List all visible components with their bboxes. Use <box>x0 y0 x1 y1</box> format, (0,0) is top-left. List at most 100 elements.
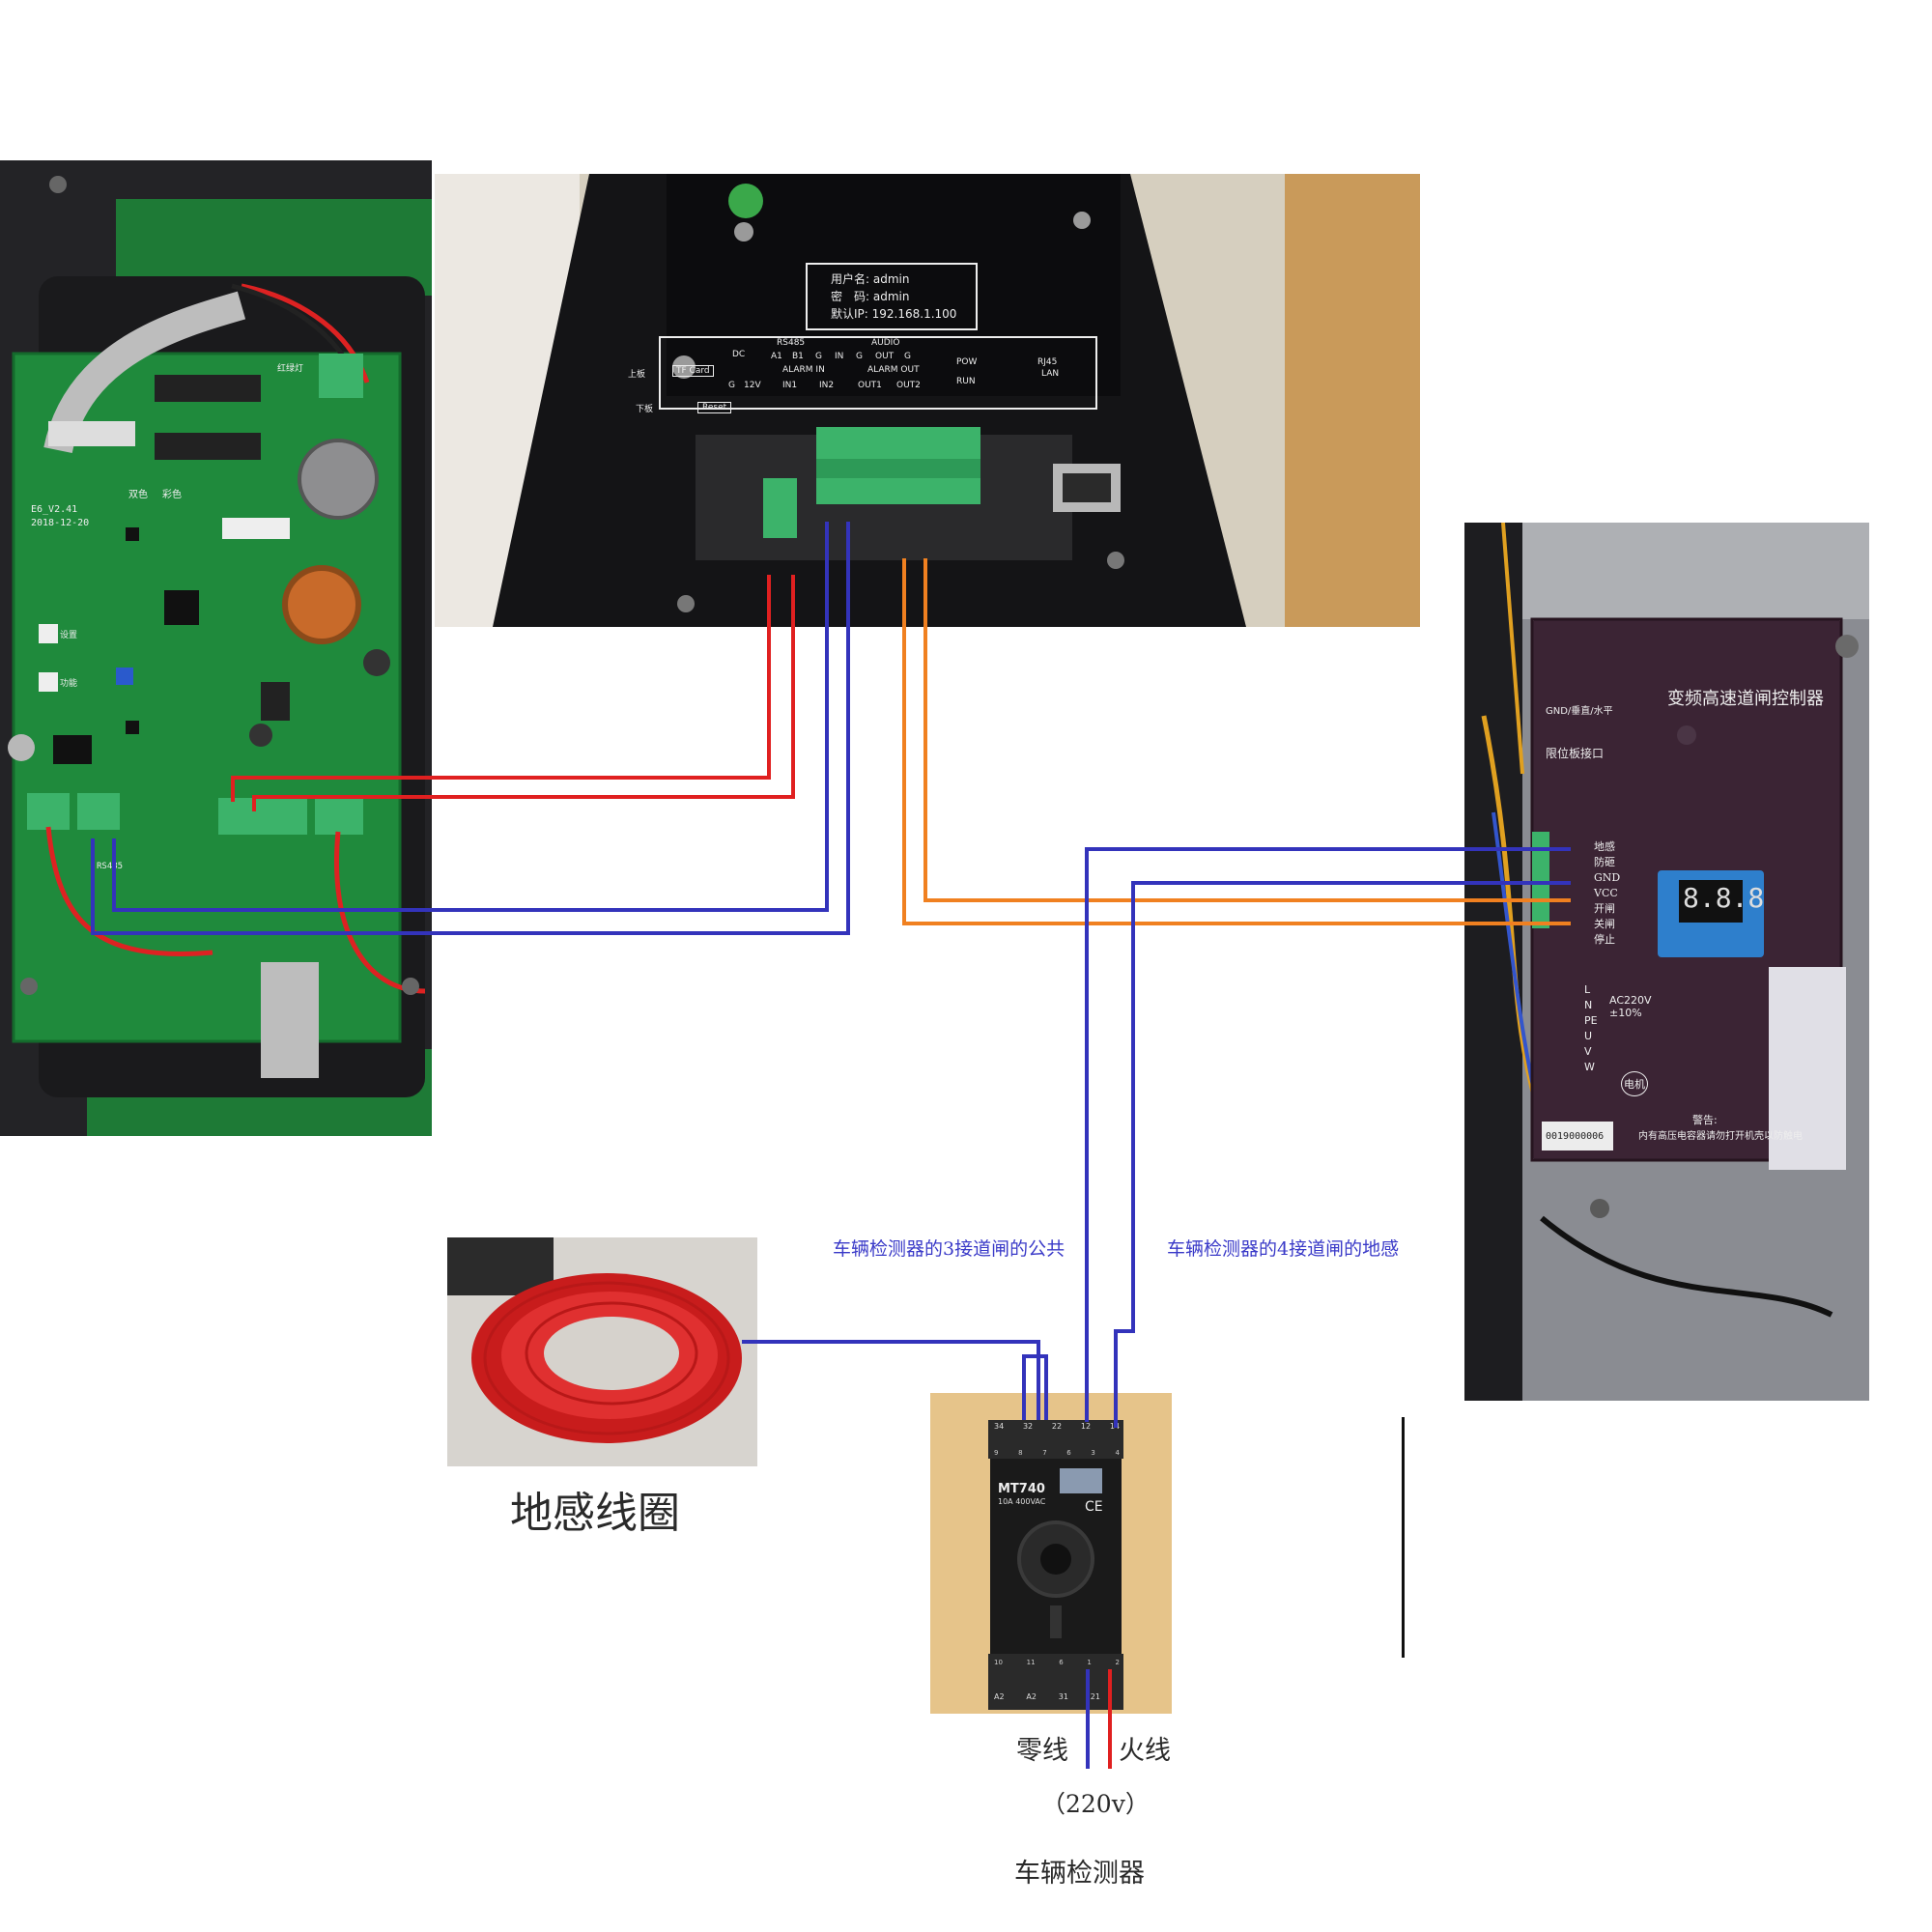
terminal-close: 关闸 <box>1594 918 1615 930</box>
controller-warning-text: 内有高压电容器请勿打开机壳以防触电 <box>1638 1131 1803 1142</box>
camera-pin-g1: G <box>815 352 822 361</box>
camera-pin-out1: OUT1 <box>858 381 882 390</box>
pcb-date-label: 2018-12-20 <box>31 518 90 528</box>
detector-bnum-6: 6 <box>1059 1659 1064 1666</box>
mt740-detector-photo: 34 32 22 12 14 9 8 7 6 3 4 MT740 10A 400… <box>930 1393 1172 1714</box>
camera-pin-b1: B1 <box>792 352 804 361</box>
pcb-full-color-label: 彩色 <box>162 490 182 500</box>
camera-pin-g3: G <box>904 352 911 361</box>
pcb-traffic-light-label: 红绿灯 <box>277 364 304 374</box>
detector-num-8: 8 <box>1018 1449 1023 1457</box>
camera-pin-a1: A1 <box>771 352 782 361</box>
camera-audio-label: AUDIO <box>871 338 900 348</box>
pcb-board-photo: E6_V2.41 2018-12-20 双色 彩色 红绿灯 设置 功能 RS48… <box>0 160 432 1136</box>
detector-bnum-10: 10 <box>994 1659 1003 1666</box>
camera-lower-label: 下板 <box>636 405 654 414</box>
camera-reset-button: Reset <box>697 402 732 413</box>
pcb-dual-color-label: 双色 <box>128 490 148 500</box>
detector-bottom-pins: A2 A2 31 21 <box>994 1692 1100 1701</box>
camera-pin-in1: IN1 <box>782 381 798 390</box>
camera-dc-label: DC <box>732 350 746 359</box>
camera-run-label: RUN <box>956 377 976 386</box>
camera-alarm-in-label: ALARM IN <box>782 365 825 375</box>
pin-l: L <box>1584 983 1591 996</box>
pcb-version-label: E6_V2.41 <box>31 504 78 515</box>
camera-pin-out: OUT <box>875 352 895 361</box>
pin-v: V <box>1584 1045 1592 1058</box>
detector-pin-a2-1: A2 <box>994 1692 1005 1701</box>
camera-lan-label: LAN <box>1041 369 1060 379</box>
camera-rs485-label: RS485 <box>777 338 806 348</box>
note-loop-wire: 车辆检测器的4接道闸的地感 <box>1167 1238 1400 1260</box>
pin-n: N <box>1584 999 1593 1011</box>
camera-dc-pin-g: G <box>728 381 735 390</box>
controller-terminal-labels: 地感 防砸 GND VCC 开闸 关闸 停止 <box>1594 839 1620 948</box>
camera-pow-label: POW <box>956 357 978 367</box>
detector-bnum-1: 1 <box>1087 1659 1092 1666</box>
terminal-gnd: GND <box>1594 871 1621 884</box>
detector-bnum-11: 11 <box>1026 1659 1036 1666</box>
pcb-setting-label: 设置 <box>60 631 78 640</box>
detector-pin-14: 14 <box>1109 1422 1120 1431</box>
controller-limit-port-label: 限位板接口 <box>1546 747 1605 760</box>
detector-pin-32: 32 <box>1022 1422 1034 1431</box>
detector-rating-label: 10A 400VAC <box>998 1497 1046 1506</box>
detector-ce-mark: CE <box>1085 1499 1103 1515</box>
detector-pin-21: 21 <box>1090 1692 1100 1701</box>
camera-pin-in: IN <box>835 352 844 361</box>
camera-credentials-box: 用户名: admin 密 码: admin 默认IP: 192.168.1.10… <box>806 263 978 330</box>
voltage-caption: （220v） <box>1041 1790 1150 1818</box>
terminal-stop: 停止 <box>1594 933 1615 946</box>
camera-alarm-out-label: ALARM OUT <box>867 365 920 375</box>
controller-title: 变频高速道闸控制器 <box>1667 689 1824 709</box>
camera-default-ip: 默认IP: 192.168.1.100 <box>831 307 957 321</box>
camera-username: 用户名: admin <box>831 272 910 286</box>
detector-pin-31: 31 <box>1058 1692 1068 1701</box>
note-common-wire: 车辆检测器的3接道闸的公共 <box>833 1238 1065 1260</box>
detector-model-label: MT740 <box>998 1482 1045 1496</box>
controller-power-label: AC220V ±10% <box>1609 994 1652 1019</box>
camera-board-photo: 用户名: admin 密 码: admin 默认IP: 192.168.1.10… <box>435 174 1420 627</box>
detector-num-7: 7 <box>1042 1449 1047 1457</box>
controller-led-display: 8.8.8 <box>1683 882 1765 914</box>
terminal-vcc: VCC <box>1594 887 1618 899</box>
pin-w: W <box>1584 1061 1595 1073</box>
detector-pin-a2-2: A2 <box>1026 1692 1037 1701</box>
pcb-function-label: 功能 <box>60 679 78 689</box>
pin-pe: PE <box>1584 1014 1598 1027</box>
detector-pin-22: 22 <box>1051 1422 1063 1431</box>
barrier-controller-photo: 变频高速道闸控制器 GND/垂直/水平 限位板接口 地感 防砸 GND VCC … <box>1464 523 1869 1401</box>
divider-line <box>1402 1417 1405 1658</box>
camera-pin-out2: OUT2 <box>896 381 921 390</box>
detector-top-numbers: 9 8 7 6 3 4 <box>994 1449 1120 1457</box>
neutral-caption: 零线 <box>1016 1736 1068 1766</box>
camera-rj45-label: RJ45 <box>1037 357 1058 367</box>
loop-coil-photo <box>447 1237 757 1466</box>
loop-coil-caption: 地感线圈 <box>510 1489 680 1538</box>
detector-caption: 车辆检测器 <box>1014 1859 1145 1889</box>
detector-num-3: 3 <box>1091 1449 1095 1457</box>
detector-num-4: 4 <box>1115 1449 1120 1457</box>
controller-power-pins: L N PE U V W <box>1584 982 1598 1075</box>
detector-bottom-numbers: 10 11 6 1 2 <box>994 1659 1120 1666</box>
camera-tf-card-label: TF Card <box>672 365 714 377</box>
camera-password: 密 码: admin <box>831 290 910 303</box>
camera-pin-g2: G <box>856 352 863 361</box>
pcb-rs485-label: RS485 <box>97 862 124 871</box>
detector-top-pins: 34 32 22 12 14 <box>994 1422 1120 1431</box>
detector-num-9: 9 <box>994 1449 999 1457</box>
controller-warning-title: 警告: <box>1692 1114 1718 1126</box>
controller-motor-label: 电机 <box>1621 1071 1648 1096</box>
detector-pin-12: 12 <box>1080 1422 1092 1431</box>
camera-upper-label: 上板 <box>628 370 646 380</box>
terminal-anti-smash: 防砸 <box>1594 856 1615 868</box>
detector-bnum-2: 2 <box>1115 1659 1120 1666</box>
live-caption: 火线 <box>1119 1736 1171 1766</box>
camera-dc-pin-12v: 12V <box>744 381 761 390</box>
detector-pin-34: 34 <box>994 1422 1005 1431</box>
camera-port-legend: TF Card 上板 DC G 12V RS485 AUDIO A1 B1 G … <box>628 336 1097 410</box>
camera-pin-in2: IN2 <box>819 381 835 390</box>
pin-u: U <box>1584 1030 1593 1042</box>
detector-num-6: 6 <box>1066 1449 1071 1457</box>
terminal-loop: 地感 <box>1594 840 1615 853</box>
